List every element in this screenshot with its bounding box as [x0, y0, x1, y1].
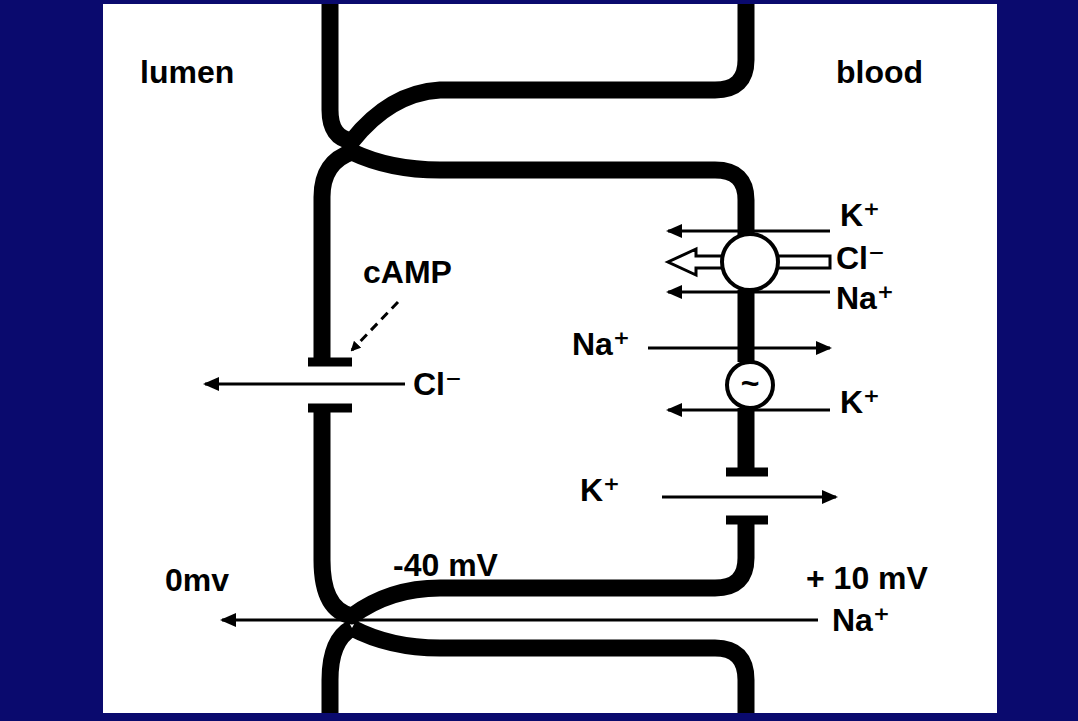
compartment-label: lumen	[140, 54, 234, 90]
ion-label: K⁺	[840, 384, 880, 420]
cotransporter-circle	[722, 234, 778, 290]
voltage-label: + 10 mV	[806, 560, 928, 596]
ion-label: K⁺	[580, 472, 620, 508]
ion-label: Cl⁻	[413, 366, 462, 402]
ion-label: Na⁺	[572, 326, 630, 362]
ion-label: Na⁺	[836, 280, 894, 316]
pump-circle	[727, 362, 773, 408]
voltage-label: 0mv	[165, 562, 229, 598]
ion-label: K⁺	[840, 197, 880, 233]
voltage-label: -40 mV	[393, 547, 498, 583]
ion-label: Cl⁻	[836, 240, 885, 276]
second-messenger-label: cAMP	[363, 254, 452, 290]
ion-arrows	[205, 231, 836, 620]
pump-symbol: ~	[741, 365, 760, 401]
compartment-label: blood	[836, 54, 923, 90]
white-panel	[103, 4, 997, 713]
cell-membranes	[322, 4, 746, 713]
ion-label: Na⁺	[832, 602, 890, 638]
